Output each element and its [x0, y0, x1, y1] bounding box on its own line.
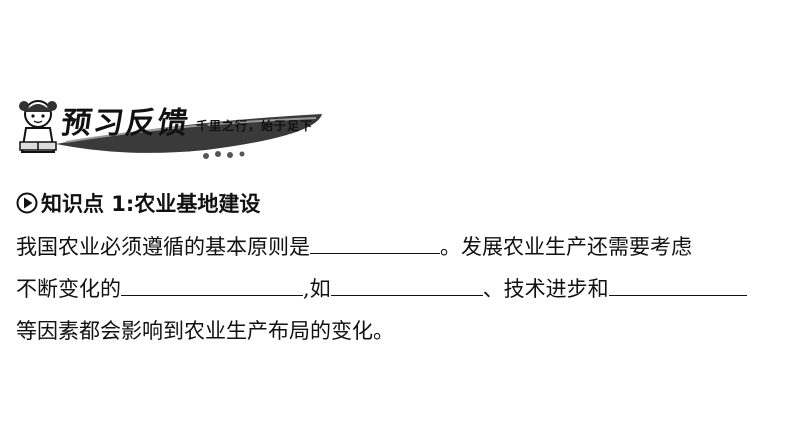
fill-blank-4[interactable]	[608, 270, 747, 296]
text-segment: ,如	[303, 277, 331, 301]
fill-blank-3[interactable]	[330, 270, 483, 296]
paragraph-line-3: 等因素都会影响到农业生产布局的变化。	[16, 319, 394, 343]
fill-blank-1[interactable]	[310, 228, 440, 254]
knowledge-point-label: 知识点 1:农业基地建设	[41, 192, 261, 216]
question-paragraph: 我国农业必须遵循的基本原则是 。发展农业生产还需要考虑 不断变化的 ,如 、技术进步和…	[16, 226, 786, 352]
paragraph-line-2: 不断变化的 ,如 、技术进步和	[16, 268, 786, 310]
banner-graphic	[19, 100, 322, 159]
triangle-play-icon	[16, 192, 38, 214]
paragraph-line-1: 我国农业必须遵循的基本原则是 。发展农业生产还需要考虑	[16, 226, 786, 268]
girl-reading-icon	[19, 100, 57, 153]
banner-motto: 千里之行，始于足下	[196, 119, 314, 133]
section-banner	[16, 92, 326, 162]
text-segment: 不断变化的	[16, 277, 121, 301]
banner-title: 预习反馈	[59, 106, 192, 141]
text-segment: 、技术进步和	[482, 277, 609, 301]
knowledge-point-heading: 知识点 1:农业基地建设	[16, 188, 260, 218]
text-segment: 。发展农业生产还需要考虑	[440, 235, 692, 259]
text-segment: 我国农业必须遵循的基本原则是	[16, 235, 310, 259]
fill-blank-2[interactable]	[121, 270, 303, 296]
